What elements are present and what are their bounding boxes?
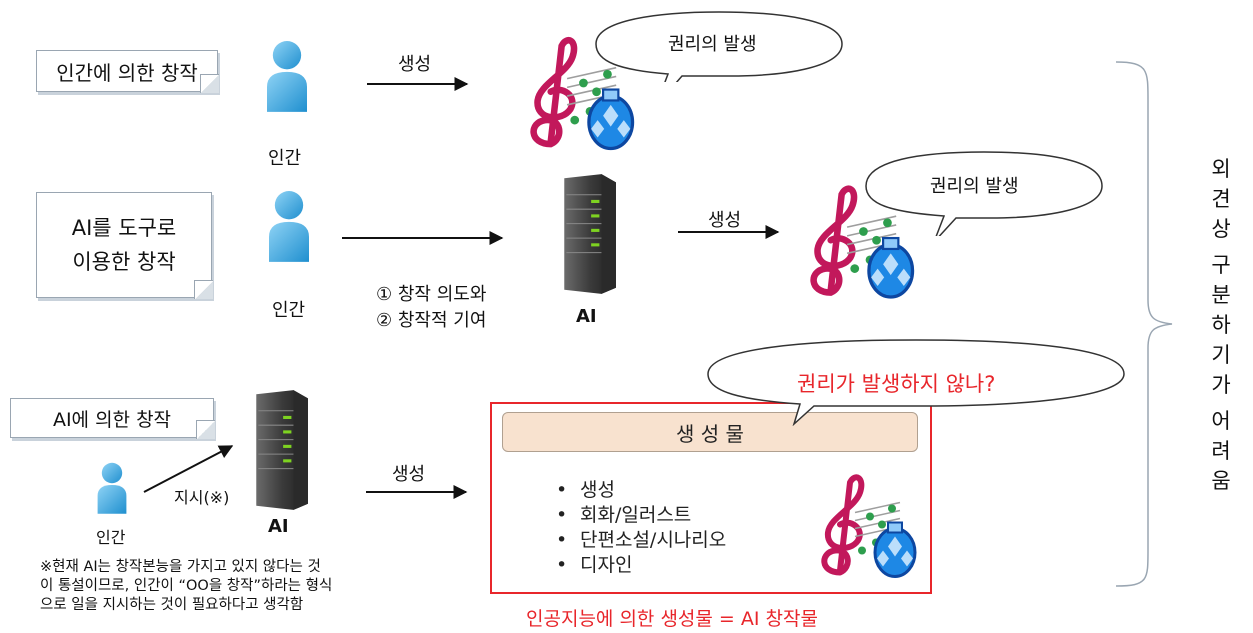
note-fold [200, 74, 219, 93]
generated-works-list: 생성 회화/일러스트 단편소설/시나리오 디자인 [556, 478, 726, 578]
note-ai-tool-line1: AI를 도구로 [71, 216, 177, 240]
row3-arrow-label: 생성 [392, 464, 426, 485]
person-icon [97, 462, 127, 514]
side-char: 기 [1211, 343, 1231, 367]
row3-arrow [366, 485, 468, 499]
note-fold [196, 420, 215, 439]
row3-instruct-arrow [143, 445, 234, 493]
music-note-icon [810, 470, 920, 585]
generated-works-box [490, 402, 932, 594]
right-brace [1115, 61, 1173, 587]
row2-bubble-text: 권리의 발생 [930, 176, 1019, 197]
side-vertical-text: 외 견 상 구 분 하 기 가 어 려 움 [1206, 154, 1236, 496]
row2-arrow-label: 생성 [708, 210, 742, 231]
speech-bubble-icon [707, 339, 1125, 426]
note-ai-tool: AI를 도구로 이용한 창작 [36, 192, 213, 299]
row2-condition-2: ② 창작적 기여 [376, 310, 487, 331]
row2-person-label: 인간 [272, 300, 306, 321]
note-fold [194, 280, 213, 299]
note-human-creation-text: 인간에 의한 창작 [56, 60, 198, 85]
side-char: 어 [1211, 409, 1231, 433]
note-ai-tool-line2: 이용한 창작 [72, 250, 176, 274]
side-char: 분 [1211, 283, 1231, 307]
row2-arrow [342, 231, 504, 245]
row1-arrow [367, 77, 469, 91]
footnote-line-2: 이 통설이므로, 인간이 “OO을 창작”하라는 형식 [40, 578, 333, 594]
row2-arrow-2 [678, 225, 780, 239]
side-char: 려 [1211, 439, 1231, 463]
speech-bubble-icon [595, 11, 843, 82]
row3-instruct-label: 지시(※) [174, 488, 230, 507]
footnote-line-1: ※현재 AI는 창작본능을 가지고 있지 않다는 것 [40, 559, 321, 575]
list-item: 단편소설/시나리오 [556, 528, 726, 553]
note-ai-creation: AI에 의한 창작 [10, 398, 215, 439]
server-icon [563, 173, 617, 295]
person-icon [267, 41, 307, 112]
side-char: 움 [1211, 469, 1231, 493]
footnote-line-3: 으로 일을 지시하는 것이 필요하다고 생각함 [40, 597, 304, 613]
footnote: ※현재 AI는 창작본능을 가지고 있지 않다는 것 이 통설이므로, 인간이 … [40, 558, 332, 615]
server-icon [255, 389, 309, 511]
side-char: 견 [1211, 187, 1231, 211]
speech-bubble-icon [865, 151, 1103, 236]
row1-bubble-text: 권리의 발생 [668, 34, 757, 55]
side-char: 외 [1211, 157, 1231, 181]
row1-person-label: 인간 [268, 148, 302, 169]
side-char: 구 [1211, 253, 1231, 277]
row2-condition-1: ① 창작 의도와 [376, 284, 487, 305]
list-item: 생성 [556, 478, 726, 503]
person-icon [269, 191, 309, 262]
row3-bubble-text: 권리가 발생하지 않나? [797, 372, 996, 396]
ai-works-caption: 인공지능에 의한 생성물 = AI 창작물 [526, 608, 818, 630]
row3-server-label: AI [268, 516, 289, 537]
generated-works-header-text: 생 성 물 [676, 421, 744, 446]
list-item: 회화/일러스트 [556, 503, 726, 528]
side-char: 하 [1211, 313, 1231, 337]
note-human-creation: 인간에 의한 창작 [36, 50, 219, 93]
generated-works-header: 생 성 물 [502, 412, 918, 452]
side-char: 가 [1211, 373, 1231, 397]
side-char: 상 [1211, 217, 1231, 241]
row3-person-label: 인간 [96, 528, 126, 547]
list-item: 디자인 [556, 553, 726, 578]
note-ai-creation-text: AI에 의한 창작 [52, 408, 172, 431]
row1-arrow-label: 생성 [398, 54, 432, 75]
row2-server-label: AI [576, 306, 597, 327]
